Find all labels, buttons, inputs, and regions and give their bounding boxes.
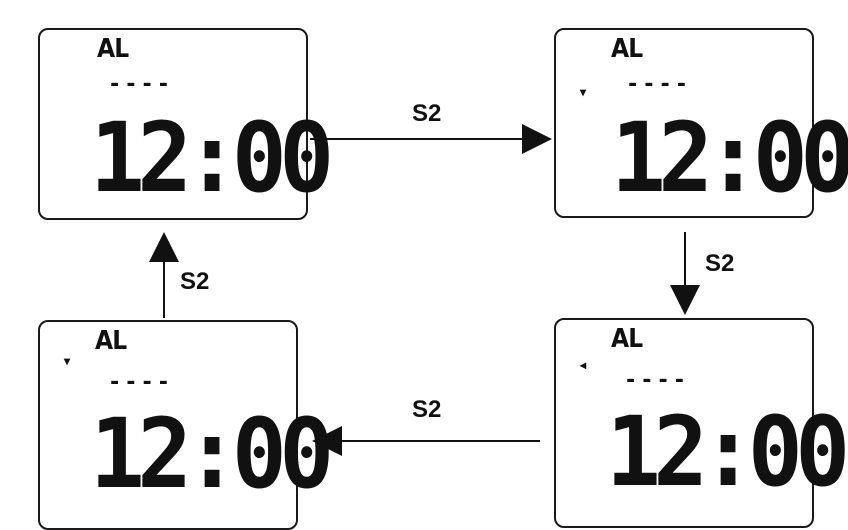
alarm-mode-label: AL <box>611 324 643 354</box>
arrowhead-right <box>522 124 552 154</box>
alarm-dashes: ---- <box>626 72 691 97</box>
arrowhead-down <box>670 285 700 315</box>
transition-label-bottom: S2 <box>412 396 442 423</box>
lcd-screen-top-right: ▾ AL ---- 12:00 <box>554 28 848 218</box>
transition-label-left: S2 <box>180 268 210 295</box>
arrowhead-up <box>149 232 179 262</box>
alarm-dashes: ---- <box>108 370 173 395</box>
lcd-screen-bottom-right: ◂ AL ---- 12:00 <box>554 318 848 528</box>
alarm-dashes: ---- <box>108 72 173 97</box>
transition-arrows <box>149 124 700 456</box>
alarm-mode-label: AL <box>97 34 129 64</box>
alarm-mode-label: AL <box>611 34 643 64</box>
alarm-indicator-icon: ▾ <box>64 354 71 368</box>
alarm-indicator-icon: ▾ <box>580 85 587 99</box>
transition-label-right: S2 <box>705 250 735 277</box>
lcd-screen-top-left: AL ---- 12:00 <box>38 28 334 220</box>
clock-time-display: 12:00 <box>90 102 334 214</box>
alarm-dashes: ---- <box>624 368 689 393</box>
alarm-mode-label: AL <box>95 326 127 356</box>
alarm-indicator-icon: ◂ <box>580 358 587 372</box>
clock-time-display: 12:00 <box>90 398 334 510</box>
arrowhead-left <box>312 426 342 456</box>
clock-time-display: 12:00 <box>606 396 848 508</box>
clock-time-display: 12:00 <box>611 102 848 214</box>
transition-label-top: S2 <box>412 100 442 127</box>
lcd-screen-bottom-left: ▾ AL ---- 12:00 <box>38 320 334 530</box>
